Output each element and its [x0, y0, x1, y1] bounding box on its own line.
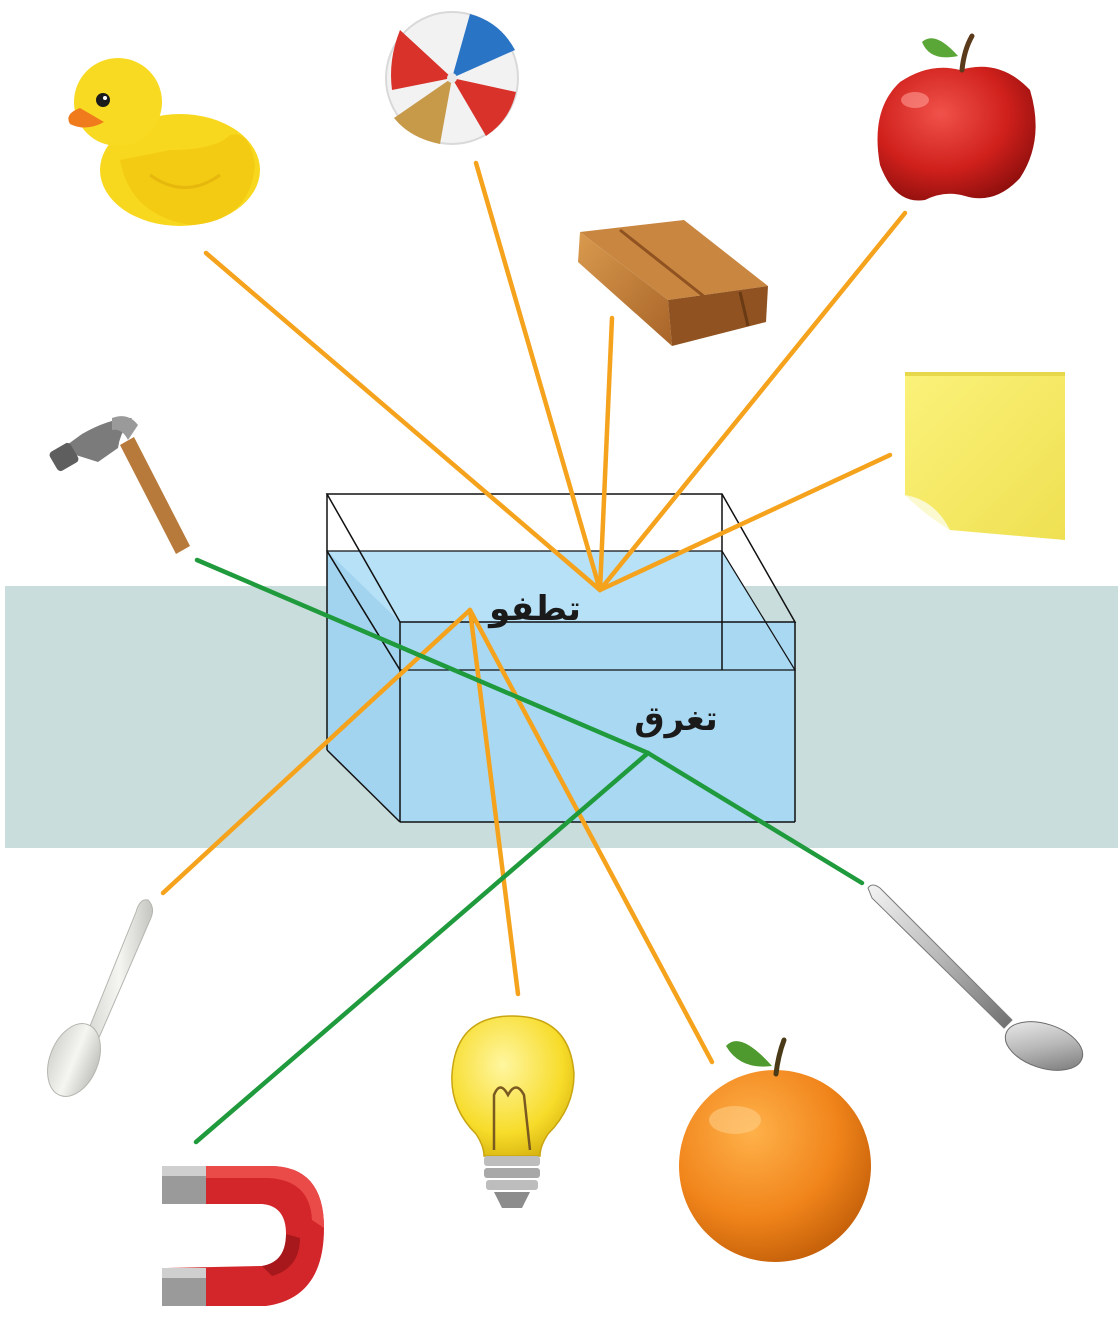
wooden-plank-icon	[578, 220, 768, 346]
light-bulb-icon	[451, 1015, 575, 1208]
line-sticky-note	[597, 452, 893, 593]
line-hammer	[194, 557, 651, 756]
plastic-spoon-icon	[47, 899, 154, 1097]
line-apple	[597, 210, 908, 593]
apple-icon	[877, 33, 1036, 201]
line-light-bulb	[467, 607, 521, 997]
magnet-icon	[162, 1166, 324, 1306]
metal-spoon-icon	[867, 884, 1084, 1071]
hammer-icon	[49, 416, 190, 554]
beach-ball-icon	[385, 11, 519, 145]
float-label: تطفو	[487, 589, 581, 629]
sink-label: تغرق	[634, 699, 718, 739]
line-metal-spoon	[645, 750, 865, 886]
orange-icon	[679, 1037, 871, 1262]
sink-lines	[193, 557, 865, 1145]
line-duck	[203, 250, 603, 593]
float-lines	[160, 160, 908, 1065]
line-orange	[467, 607, 715, 1065]
line-beach-ball	[473, 160, 603, 593]
duck-icon	[68, 58, 260, 226]
line-magnet	[193, 750, 651, 1145]
line-wooden-plank	[597, 315, 615, 593]
water-tank	[325, 493, 797, 823]
sticky-note-icon	[905, 372, 1065, 540]
